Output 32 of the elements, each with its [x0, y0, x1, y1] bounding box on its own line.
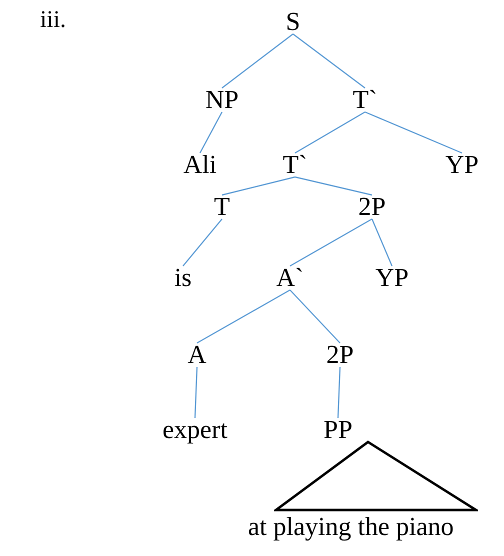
tree-branch	[196, 289, 290, 344]
tree-branch	[294, 111, 366, 154]
tree-node-label: NP	[205, 86, 239, 114]
example-number: iii.	[40, 8, 66, 32]
tree-node-label: 2P	[326, 341, 354, 369]
tree-node-label: T`	[352, 86, 378, 114]
phrase-text: at playing the piano	[248, 512, 454, 542]
tree-node-label: A	[188, 341, 206, 369]
tree-branch	[222, 176, 296, 196]
tree-node-label: YP	[445, 151, 479, 179]
tree-node-label: A`	[276, 264, 304, 292]
tree-node-label: Ali	[183, 151, 217, 179]
tree-branch	[292, 34, 366, 88]
tree-branch	[222, 34, 294, 88]
tree-branch	[364, 111, 462, 154]
tree-node-label: T	[214, 193, 230, 221]
tree-node-label: PP	[324, 416, 352, 444]
tree-branch	[199, 112, 223, 154]
tree-node-label: 2P	[358, 193, 386, 221]
tree-node-label: S	[286, 8, 300, 36]
tree-node-label: is	[174, 264, 192, 292]
tree-node-label: expert	[162, 416, 228, 444]
tree-branch	[182, 218, 222, 266]
tree-branch	[294, 176, 372, 196]
triangle	[274, 440, 478, 512]
tree-node-label: T`	[282, 151, 308, 179]
tree-branch	[194, 366, 198, 418]
tree-node-label: YP	[375, 264, 409, 292]
tree-branch	[371, 218, 393, 266]
tree-branch	[290, 218, 372, 267]
tree-branch	[290, 290, 340, 344]
tree-branch	[337, 366, 341, 418]
